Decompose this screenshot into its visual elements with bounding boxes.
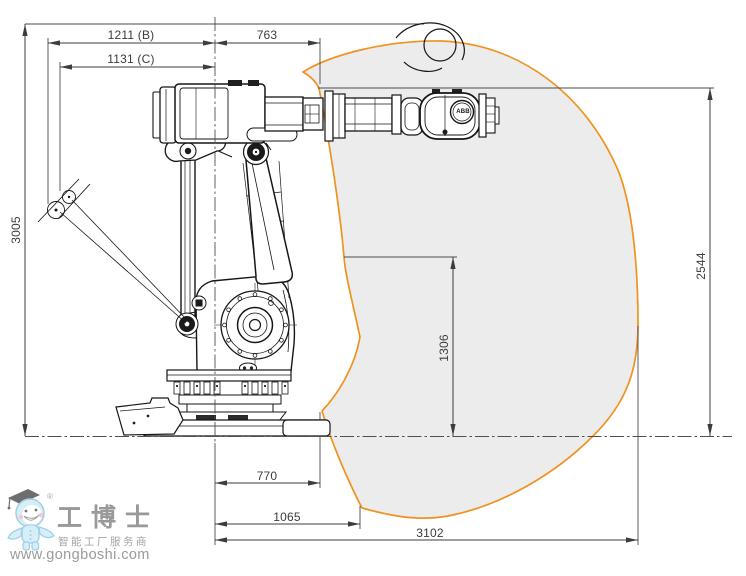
gongboshi-mascot-logo	[7, 489, 55, 551]
robot-drawing	[37, 22, 500, 437]
tool-flange	[478, 93, 487, 138]
robot-foot-bracket	[115, 397, 184, 436]
axis-target-icons	[37, 178, 188, 324]
robot-base	[115, 369, 331, 437]
robot-link-rod	[164, 133, 227, 339]
extension-lines	[25, 23, 714, 545]
dimension-lines	[22, 24, 713, 543]
abb-logo-circle	[449, 99, 475, 125]
robot-upper-arm-link	[199, 142, 294, 299]
robot-elbow-joint	[242, 138, 270, 166]
working-envelope	[302, 40, 639, 519]
robot-wrist	[419, 89, 500, 140]
wrist-rotation-indicator-icon	[395, 22, 465, 72]
center-lines	[25, 17, 732, 443]
robot-horizontal-arm	[152, 80, 424, 144]
